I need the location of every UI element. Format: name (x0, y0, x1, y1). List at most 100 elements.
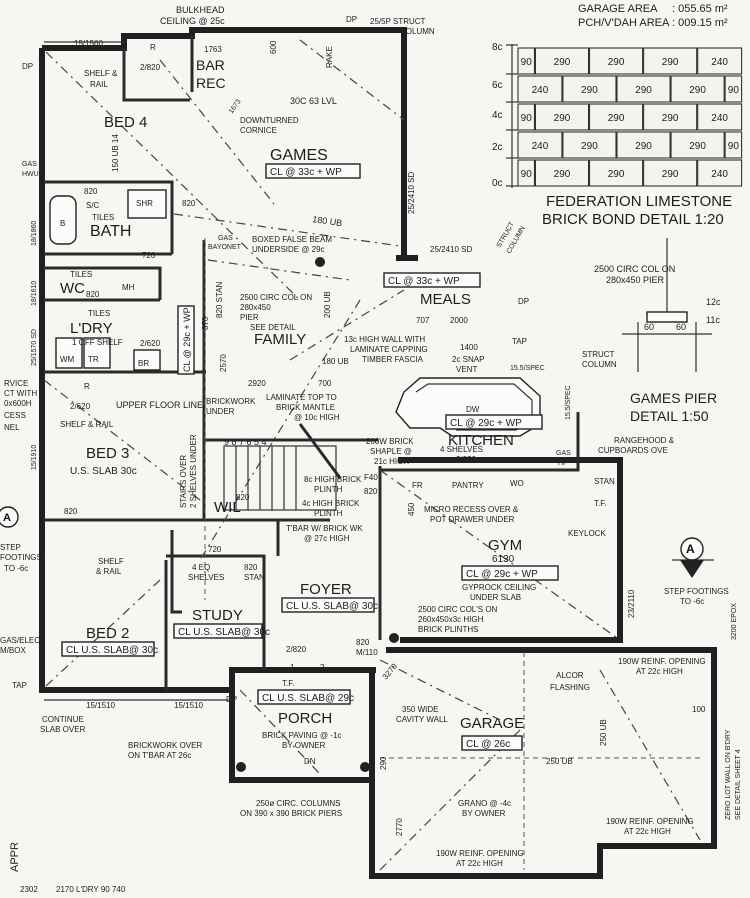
note: LAMINATE TOP TO (266, 393, 337, 402)
note: SHELVES (188, 573, 224, 582)
brick-length-label: 240 (532, 141, 549, 152)
note: 820 (236, 493, 250, 502)
note: UPPER FLOOR LINE (116, 400, 203, 410)
course-label: 4c (492, 110, 503, 121)
note: 820 (244, 563, 258, 572)
brick-length-label: 290 (581, 141, 598, 152)
note: 30C 63 LVL (290, 96, 337, 106)
note: @ 27c HIGH (304, 534, 350, 543)
room-bed3: BED 3 (86, 445, 129, 462)
study-slab: CL U.S. SLAB@ 30c (178, 627, 270, 638)
brick (643, 47, 698, 75)
brick (517, 47, 536, 75)
brick-length-label: 290 (689, 141, 706, 152)
note: 700 (318, 379, 332, 388)
note: SHELF (98, 557, 124, 566)
brick-length-label: 290 (662, 169, 679, 180)
note: UNDER SLAB (470, 593, 521, 602)
note: BY OWNER (462, 809, 506, 818)
brick (534, 47, 590, 75)
note: 1 OFF SHELF (72, 338, 123, 347)
room-gym: GYM (488, 537, 522, 554)
note: 350 WIDE (402, 705, 438, 714)
note: ON T'BAR AT 26c (128, 751, 191, 760)
note: 18/1860 (31, 221, 38, 246)
note: 2000 (450, 316, 468, 325)
note: 25/1570 SD (31, 329, 38, 366)
brick-length-label: 290 (554, 57, 571, 68)
brick-length-label: 240 (532, 85, 549, 96)
note: CAVITY WALL (396, 715, 448, 724)
note: 2920 (248, 379, 266, 388)
note: R (150, 43, 156, 52)
note: 2500 CIRC COL ON (240, 293, 312, 302)
games-ceiling: CL @ 33c + WP (270, 167, 342, 178)
note: PLINTH (314, 485, 343, 494)
note: BOXED FALSE BEAM (252, 235, 332, 244)
note: CONTINUE (42, 715, 84, 724)
note: BRICKWORK (206, 397, 256, 406)
bed3-slab: U.S. SLAB 30c (70, 466, 137, 477)
note: STRUCT (582, 350, 615, 359)
room-garage: GARAGE (460, 715, 524, 732)
note: 2/620 (456, 455, 477, 464)
note: 450 (407, 502, 416, 516)
note: STAN (594, 477, 615, 486)
note: FOOTINGS (0, 553, 42, 562)
gym-number: 6130 (492, 554, 515, 565)
note: 820 STAN (215, 281, 224, 318)
note: 15.5/SPEC (565, 385, 572, 420)
note: 180 UB (322, 357, 349, 366)
note: 25/5P STRUCT (370, 17, 426, 26)
note: 3200 EPOX (731, 603, 738, 640)
note: CT WITH (4, 389, 37, 398)
note: TAP (512, 337, 527, 346)
games-pier-detail: 2500 CIRC COL ON 280x450 PIER 12c 11c 60… (594, 238, 721, 424)
note: DP (346, 15, 357, 24)
course-label: 0c (492, 178, 503, 189)
family-ceiling: CL @ 29c + WP (182, 307, 192, 372)
brick-length-label: 240 (711, 113, 728, 124)
note: 707 (416, 316, 430, 325)
brick (534, 103, 590, 131)
note: 2/620 (140, 339, 161, 348)
room-wil: WIL (214, 499, 241, 516)
brick-length-label: 90 (728, 141, 740, 152)
note: BRICK PLINTHS (418, 625, 478, 634)
brick (724, 131, 743, 159)
room-rec: REC (196, 75, 226, 91)
note: PIER (240, 313, 259, 322)
note: AT 22c HIGH (636, 667, 683, 676)
note: RVICE (4, 379, 28, 388)
room-ldry: L'DRY (70, 320, 113, 337)
brick-length-label: 290 (581, 85, 598, 96)
note: TO -6c (4, 564, 28, 573)
brick-length-label: 290 (662, 57, 679, 68)
note: CORNICE (240, 126, 277, 135)
note: ON 390 x 390 BRICK PIERS (240, 809, 342, 818)
note: 200 UB (323, 291, 332, 318)
note: 0x600H (4, 399, 32, 408)
pier-course: 12c (706, 297, 721, 307)
brick-length-label: 290 (689, 85, 706, 96)
note: DN (304, 757, 316, 766)
note: 4 EQ (192, 563, 210, 572)
note: 15.5/SPEC (510, 365, 545, 372)
note: 190W REINF. OPENING (618, 657, 706, 666)
note: AT 22c HIGH (456, 859, 503, 868)
brick-length-label: 290 (635, 85, 652, 96)
note: 190W REINF. OPENING (606, 817, 694, 826)
brick-detail-title: FEDERATION LIMESTONE (546, 193, 732, 210)
note: 4c HIGH BRICK (302, 499, 360, 508)
note: 200W BRICK (366, 437, 414, 446)
pier-note: 2500 CIRC COL ON (594, 264, 675, 274)
brick-length-label: 290 (608, 113, 625, 124)
note: 150 UB 14 (111, 134, 120, 172)
note: UNDERSIDE @ 29c (252, 245, 325, 254)
note: DP (22, 62, 33, 71)
note: 1400 (460, 343, 478, 352)
garage-area-value: : 055.65 m² (672, 3, 728, 15)
room-study: STUDY (192, 607, 243, 624)
note: CEILING @ 25c (160, 16, 225, 26)
